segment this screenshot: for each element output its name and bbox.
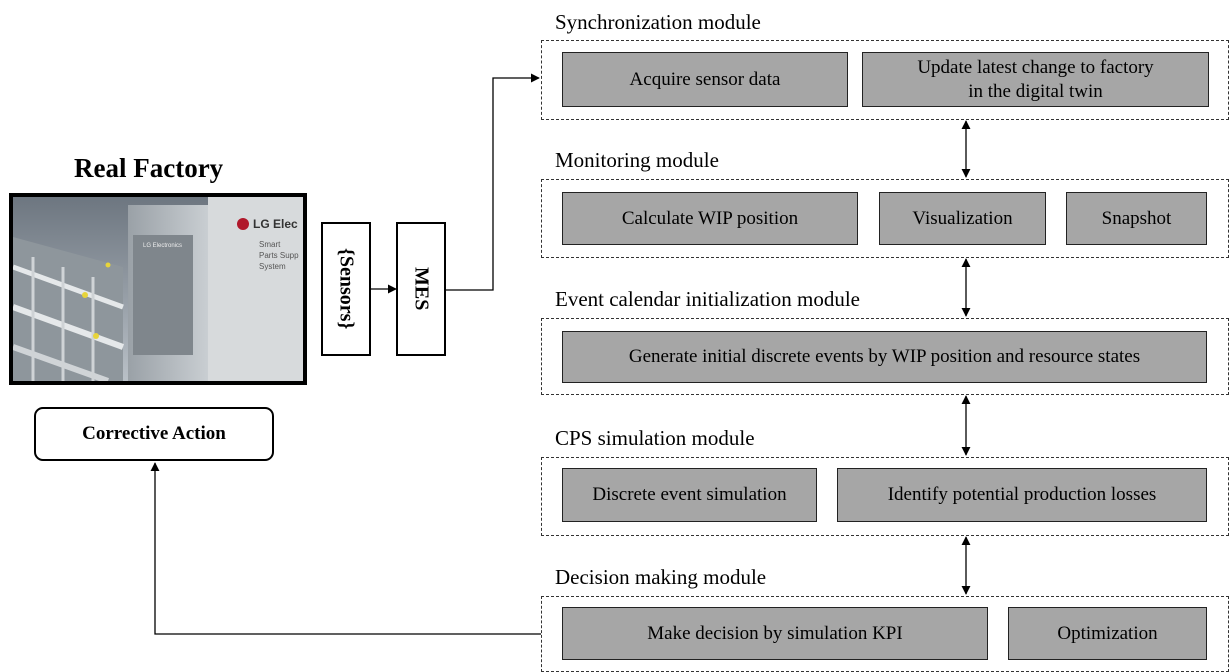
- arrow-mes-to-sync: [446, 73, 540, 291]
- event-calendar-module-title: Event calendar initialization module: [555, 287, 860, 311]
- update-digital-twin-box: Update latest change to factory in the d…: [862, 52, 1209, 107]
- monitoring-module-title: Monitoring module: [555, 148, 719, 172]
- synchronization-module-title: Synchronization module: [555, 10, 761, 34]
- cps-simulation-module-title: CPS simulation module: [555, 426, 755, 450]
- photo-sign-line: Parts Supp: [259, 251, 299, 260]
- cps-simulation-module-frame: [541, 457, 1229, 536]
- factory-photo-drawing: [13, 197, 303, 381]
- generate-initial-events-box: Generate initial discrete events by WIP …: [562, 331, 1207, 383]
- photo-sign-line: Smart: [259, 240, 281, 249]
- photo-inner-sign: LG Electronics: [143, 243, 183, 249]
- optimization-box: Optimization: [1008, 607, 1207, 660]
- corrective-action-box: Corrective Action: [34, 407, 274, 461]
- acquire-sensor-data-box: Acquire sensor data: [562, 52, 848, 107]
- monitoring-module-frame: [541, 179, 1229, 258]
- photo-sign-text: Smart Parts Supp System: [259, 239, 299, 272]
- discrete-event-simulation-box: Discrete event simulation: [562, 468, 817, 522]
- photo-brand-text: LG Elec: [253, 217, 298, 231]
- event-calendar-module-frame: [541, 318, 1229, 395]
- mes-box: MES: [396, 222, 446, 356]
- decision-making-module-title: Decision making module: [555, 565, 767, 589]
- sensors-box: {Sensors}: [321, 222, 371, 356]
- identify-production-losses-box: Identify potential production losses: [837, 468, 1207, 522]
- mes-label: MES: [410, 267, 433, 311]
- visualization-box: Visualization: [879, 192, 1046, 245]
- snapshot-box: Snapshot: [1066, 192, 1207, 245]
- calculate-wip-position-box: Calculate WIP position: [562, 192, 858, 245]
- real-factory-title: Real Factory: [74, 153, 224, 183]
- arrow-decision-to-corrective: [150, 462, 541, 635]
- factory-photo: LG Elec LG Electronics Smart Parts Supp …: [9, 193, 307, 385]
- synchronization-module-frame: [541, 40, 1229, 120]
- make-decision-kpi-box: Make decision by simulation KPI: [562, 607, 988, 660]
- photo-sign-line: System: [259, 262, 286, 271]
- sensors-label: {Sensors}: [335, 248, 358, 330]
- corrective-action-label: Corrective Action: [82, 423, 226, 444]
